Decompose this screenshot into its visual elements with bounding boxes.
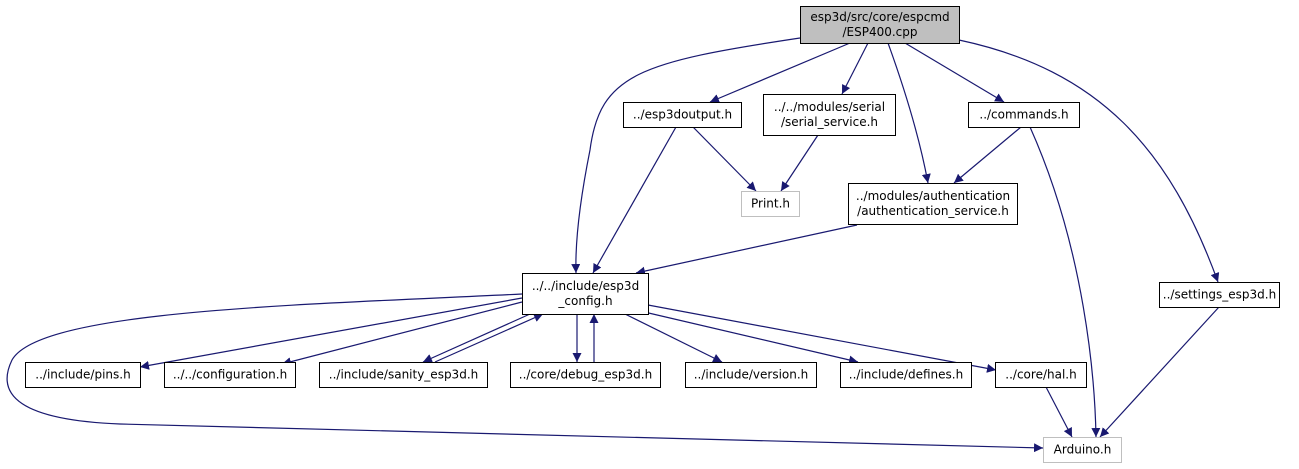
edge-esp3doutput-to-print: [692, 126, 757, 192]
edge-hal-to-arduino: [1045, 386, 1073, 438]
edge-esp400-to-esp3d-config: [571, 37, 801, 274]
edge-settings-esp3d-to-arduino: [1099, 306, 1220, 438]
node-label: _config.h: [557, 294, 612, 308]
edge-authentication-service-to-esp3d-config: [635, 224, 858, 276]
node-box: [319, 362, 488, 388]
node-box: [164, 362, 296, 388]
node-box: [995, 362, 1087, 388]
node-label: esp3d/src/core/espcmd: [810, 10, 949, 24]
node-box: [25, 362, 141, 388]
node-hal[interactable]: ../core/hal.h: [995, 362, 1087, 388]
edge-commands-to-arduino: [1029, 126, 1101, 438]
edge-esp3d-config-to-hal: [647, 304, 997, 373]
node-label: ../include/version.h: [694, 368, 809, 382]
node-box: [685, 362, 817, 388]
edge-esp3d-config-to-pins: [139, 297, 523, 370]
edge-sanity-esp3d-to-esp3d-config: [434, 313, 544, 363]
node-box: [840, 362, 972, 388]
node-version[interactable]: ../include/version.h: [685, 362, 817, 388]
edge-esp3d-config-to-defines: [639, 310, 859, 365]
edge-esp400-to-serial-service: [841, 42, 869, 95]
edge-esp400-to-commands: [904, 42, 1005, 103]
node-label: ../settings_esp3d.h: [1163, 288, 1276, 302]
node-authentication-service[interactable]: ../modules/authentication/authentication…: [848, 183, 1018, 225]
node-label: /serial_service.h: [781, 115, 878, 129]
node-label: ../../modules/serial: [774, 100, 885, 114]
node-label: ../esp3doutput.h: [633, 108, 732, 122]
node-debug-esp3d[interactable]: ../core/debug_esp3d.h: [510, 362, 661, 388]
node-esp3d-config[interactable]: ../../include/esp3d_config.h: [522, 273, 649, 315]
edges-layer: [6, 37, 1220, 453]
node-commands[interactable]: ../commands.h: [968, 102, 1080, 128]
node-box: [522, 273, 649, 315]
node-label: Print.h: [751, 197, 790, 211]
node-label: ../include/sanity_esp3d.h: [329, 368, 478, 382]
node-esp400: esp3d/src/core/espcmd/ESP400.cpp: [800, 6, 960, 44]
node-box: [763, 94, 896, 136]
node-box: [968, 102, 1080, 128]
node-sanity-esp3d[interactable]: ../include/sanity_esp3d.h: [319, 362, 488, 388]
node-label: ../../include/esp3d: [532, 279, 639, 293]
edge-esp3d-config-to-configuration: [281, 301, 523, 367]
edge-esp3d-config-to-version: [624, 313, 723, 363]
edge-esp400-to-settings-esp3d: [958, 39, 1220, 283]
edge-commands-to-authentication-service: [953, 126, 1022, 184]
node-label: ../commands.h: [979, 108, 1068, 122]
node-print: Print.h: [741, 191, 800, 217]
node-label: ../include/pins.h: [35, 368, 130, 382]
node-box: [741, 191, 800, 217]
node-label: Arduino.h: [1054, 443, 1112, 457]
node-box: [800, 6, 960, 44]
edge-esp400-to-esp3doutput: [709, 42, 851, 103]
node-box: [510, 362, 661, 388]
node-box: [1159, 282, 1280, 308]
edge-serial-service-to-print: [780, 134, 819, 192]
node-pins[interactable]: ../include/pins.h: [25, 362, 141, 388]
node-serial-service[interactable]: ../../modules/serial/serial_service.h: [763, 94, 896, 136]
node-label: ../modules/authentication: [856, 189, 1010, 203]
edge-esp3d-config-to-sanity-esp3d: [422, 313, 531, 363]
node-label: ../core/debug_esp3d.h: [519, 368, 652, 382]
node-box: [848, 183, 1018, 225]
node-label: ../core/hal.h: [1005, 368, 1076, 382]
node-box: [1043, 437, 1122, 463]
edge-esp3doutput-to-esp3d-config: [592, 126, 677, 274]
node-label: ../../configuration.h: [173, 368, 287, 382]
node-label: /authentication_service.h: [857, 204, 1009, 218]
node-defines[interactable]: ../include/defines.h: [840, 362, 972, 388]
node-box: [623, 102, 742, 128]
node-configuration[interactable]: ../../configuration.h: [164, 362, 296, 388]
node-esp3doutput[interactable]: ../esp3doutput.h: [623, 102, 742, 128]
node-arduino: Arduino.h: [1043, 437, 1122, 463]
node-label: ../include/defines.h: [849, 368, 963, 382]
nodes-layer: esp3d/src/core/espcmd/ESP400.cpp ../esp3d…: [25, 6, 1280, 463]
node-settings-esp3d[interactable]: ../settings_esp3d.h: [1159, 282, 1280, 308]
edge-esp400-to-authentication-service: [887, 42, 931, 184]
node-label: /ESP400.cpp: [842, 25, 917, 39]
